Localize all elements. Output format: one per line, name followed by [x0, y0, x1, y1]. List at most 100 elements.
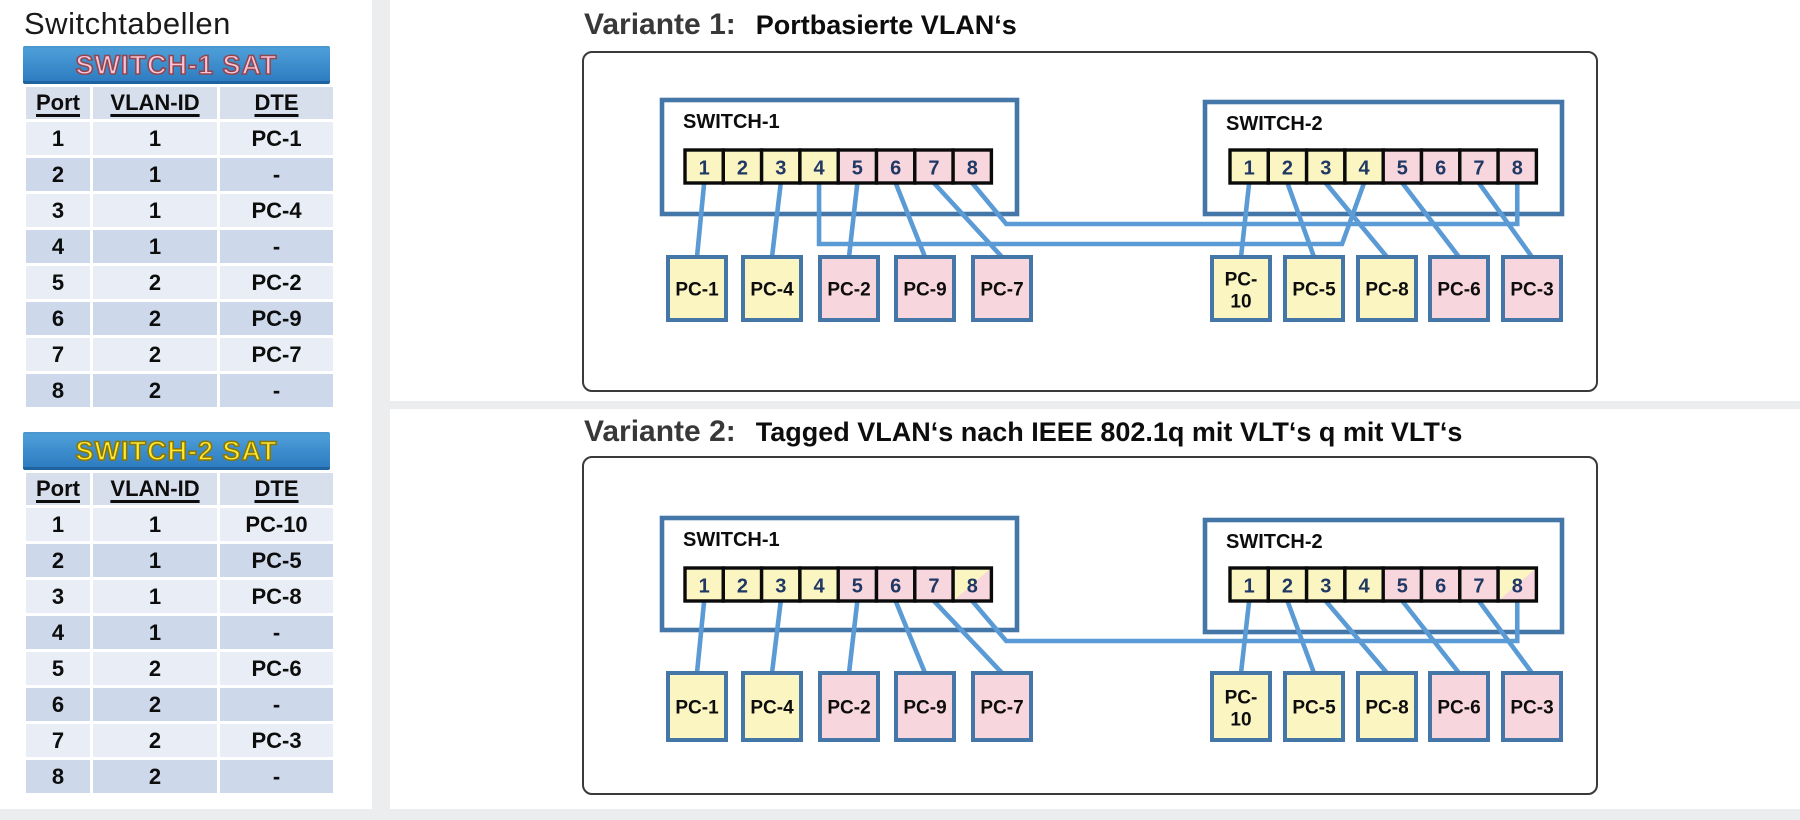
- table-cell: 7: [26, 724, 90, 757]
- column-header: DTE: [220, 473, 333, 505]
- sat-table-title-bar: SWITCH-1 SAT: [23, 46, 330, 84]
- port-box-5: [1381, 148, 1424, 185]
- table-cell: PC-6: [220, 652, 333, 685]
- column-header: DTE: [220, 87, 333, 119]
- port-box-8: [951, 566, 994, 603]
- table-cell: 3: [26, 580, 90, 613]
- table-cell: PC-1: [220, 122, 333, 155]
- port-number: 1: [699, 158, 710, 180]
- cable-port7-pc-3: [1477, 599, 1534, 675]
- pc-label: PC-6: [1437, 698, 1480, 719]
- port-number: 1: [1244, 576, 1255, 598]
- table-cell: 8: [26, 760, 90, 793]
- table-cell: PC-3: [220, 724, 333, 757]
- table-cell: 1: [93, 544, 217, 577]
- pc-box-pc-9: [894, 671, 956, 742]
- port-number: 2: [1282, 158, 1293, 180]
- port-number: 1: [1244, 158, 1255, 180]
- pc-box-pc-9: [894, 255, 956, 322]
- table-cell: 1: [26, 122, 90, 155]
- variant-subtitle: Tagged VLAN‘s nach IEEE 802.1q mit VLT‘s…: [755, 417, 1463, 447]
- table-cell: 2: [26, 158, 90, 191]
- switch-label: SWITCH-1: [683, 529, 780, 551]
- port-number: 4: [813, 158, 825, 180]
- table-cell: -: [220, 158, 333, 191]
- pc-label: PC-1: [675, 280, 719, 301]
- port-number: 5: [852, 158, 863, 180]
- port-number: 3: [1320, 158, 1331, 180]
- table-cell: 5: [26, 266, 90, 299]
- port-number: 3: [775, 158, 786, 180]
- column-header: Port: [26, 87, 90, 119]
- column-header: VLAN-ID: [93, 473, 217, 505]
- table-cell: 7: [26, 338, 90, 371]
- cable-port1-pc-10: [1238, 600, 1252, 674]
- pc-box-pc-8: [1356, 255, 1418, 322]
- table-cell: 6: [26, 302, 90, 335]
- switchtabellen-heading: Switchtabellen: [24, 6, 231, 41]
- port-number: 5: [852, 576, 863, 598]
- port-box-2: [721, 148, 764, 185]
- port-number: 1: [699, 576, 710, 598]
- port-number: 3: [1320, 576, 1331, 598]
- pc-label: PC-9: [903, 698, 946, 719]
- cable-port3-pc-8: [1323, 181, 1389, 259]
- port-box-7: [1458, 148, 1500, 185]
- port-box-6: [1419, 148, 1462, 185]
- pc-box-pc-3: [1501, 671, 1563, 742]
- table-cell: PC-10: [220, 508, 333, 541]
- port-box-6: [874, 148, 917, 185]
- port-number: 2: [1282, 576, 1293, 598]
- port-fill-tagged: [953, 568, 992, 601]
- table-cell: PC-9: [220, 302, 333, 335]
- cable-port3-pc-4: [769, 600, 784, 674]
- table-cell: 2: [93, 652, 217, 685]
- port-number: 8: [967, 576, 978, 598]
- port-box-3: [759, 566, 802, 603]
- table-cell: 8: [26, 374, 90, 407]
- cable-port7-pc-7: [932, 599, 1004, 675]
- table-cell: 5: [26, 652, 90, 685]
- pc-box-pc-4: [741, 255, 803, 322]
- cable-port5-pc-6: [1400, 181, 1461, 259]
- port-number: 2: [737, 158, 748, 180]
- pc-label: 10: [1230, 292, 1251, 313]
- trunk-cable-upper: [970, 181, 1520, 227]
- port-number: 6: [1435, 158, 1446, 180]
- pc-box-pc-8: [1356, 671, 1418, 742]
- table-cell: PC-2: [220, 266, 333, 299]
- pc-label: PC-5: [1292, 698, 1336, 719]
- trunk-cable-lower: [816, 182, 1367, 247]
- pc-box-pc-1: [666, 671, 728, 742]
- port-number: 3: [775, 576, 786, 598]
- pc-box-pc-7: [971, 671, 1033, 742]
- table-cell: -: [220, 616, 333, 649]
- port-number: 6: [890, 158, 901, 180]
- pc-label: PC-4: [750, 280, 794, 301]
- table-cell: 2: [26, 544, 90, 577]
- pc-label: PC-7: [980, 698, 1023, 719]
- cable-port1-pc-1: [694, 182, 707, 258]
- variant-subtitle: Portbasierte VLAN‘s: [755, 10, 1017, 40]
- section-divider: [390, 401, 1800, 409]
- pc-label: PC-8: [1365, 698, 1408, 719]
- port-number: 5: [1397, 158, 1408, 180]
- pc-label: PC-8: [1365, 280, 1408, 301]
- table-cell: 1: [93, 616, 217, 649]
- table-cell: 2: [93, 374, 217, 407]
- port-number: 2: [737, 576, 748, 598]
- table-cell: 1: [26, 508, 90, 541]
- table-cell: 2: [93, 760, 217, 793]
